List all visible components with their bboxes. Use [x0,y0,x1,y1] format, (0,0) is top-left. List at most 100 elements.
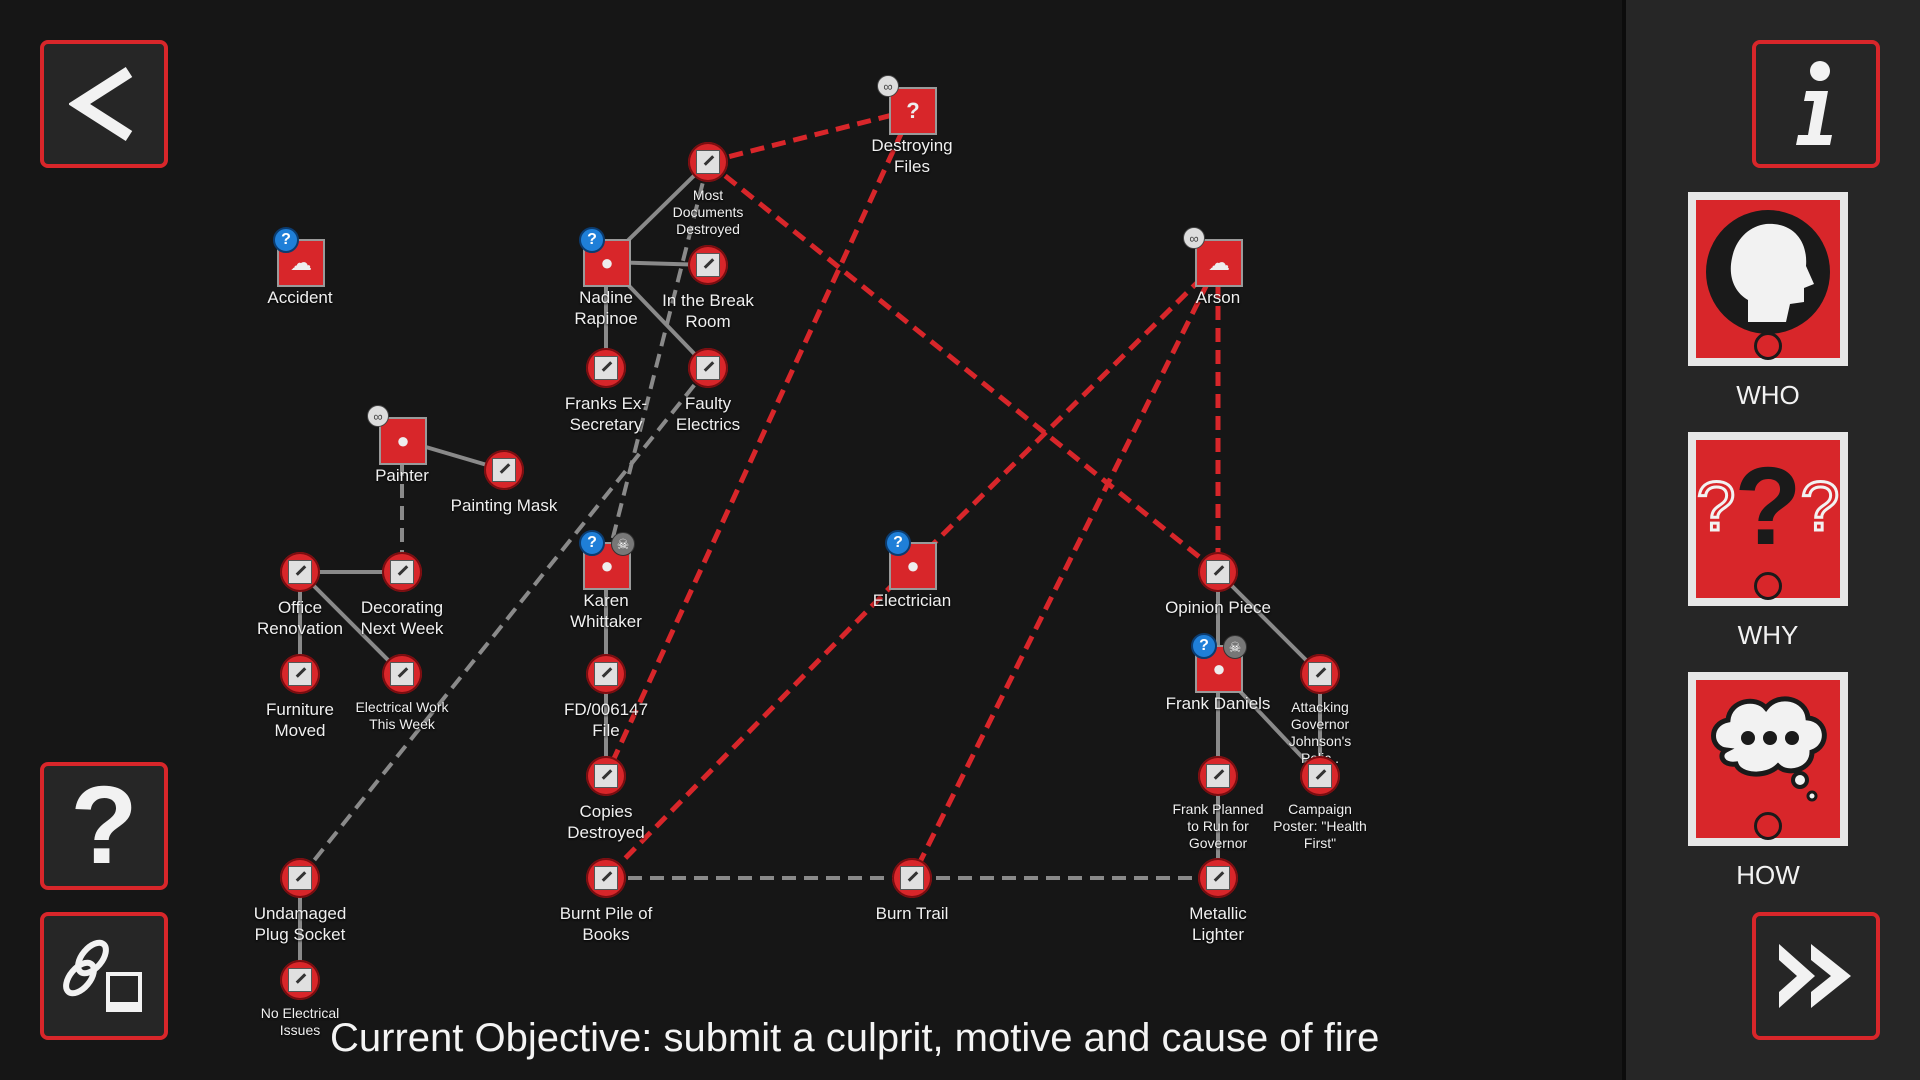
svg-text:?: ? [1801,467,1840,545]
node-label: Copies Destroyed [567,802,645,842]
back-button[interactable] [40,40,168,168]
clue-circle [1198,552,1238,592]
node-fd-file[interactable]: FD/006147 File [564,651,648,740]
node-badge [1195,855,1241,901]
node-break-room[interactable]: In the Break Room [662,242,754,331]
node-label: Furniture Moved [265,700,335,740]
node-badge: ●? [579,227,631,287]
node-copies-destroyed[interactable]: Copies Destroyed [567,753,645,842]
node-badge [1297,651,1343,697]
node-label: Painter [375,466,429,485]
clue-circle [484,450,524,490]
who-label: WHO [1736,380,1800,410]
node-office-renovation[interactable]: Office Renovation [257,549,343,638]
node-decorating[interactable]: Decorating Next Week [361,549,443,638]
thought-bubble-icon: ☁ [290,250,312,275]
clue-circle [688,348,728,388]
node-label: Electrical Work This Week [355,699,449,732]
node-badge: ☁∞ [1183,227,1243,287]
node-frank[interactable]: ●?☠Frank Daniels [1166,633,1270,713]
document-icon [492,458,516,482]
node-burnt-pile[interactable]: Burnt Pile of Books [560,855,652,944]
document-icon [696,356,720,380]
node-destroying-files[interactable]: ?∞Destroying Files [871,75,953,176]
unknown-marker-icon: ? [579,227,605,253]
chevron-left-icon [69,66,133,142]
node-badge [583,855,629,901]
why-tile: ? [889,87,937,135]
node-burn-trail[interactable]: Burn Trail [876,855,948,923]
document-icon [594,662,618,686]
how-card[interactable] [1688,672,1848,846]
clue-circle [688,245,728,285]
node-opinion-piece[interactable]: Opinion Piece [1165,549,1271,617]
who-card[interactable] [1688,192,1848,366]
question-mark-icon: ? [70,764,138,887]
node-faulty-electrics[interactable]: Faulty Electrics [676,345,740,434]
node-badge: ?∞ [877,75,937,135]
node-electrician[interactable]: ●?Electrician [873,530,951,610]
node-undamaged-plug[interactable]: Undamaged Plug Socket [254,855,346,944]
document-icon [288,560,312,584]
document-icon [900,866,924,890]
how-label: HOW [1736,860,1800,890]
node-electrical-work[interactable]: Electrical Work This Week [355,651,449,732]
clue-circle [1300,756,1340,796]
node-label: No Electrical Issues [260,1005,340,1038]
node-furniture-moved[interactable]: Furniture Moved [266,651,334,740]
document-icon [696,150,720,174]
document-icon [288,968,312,992]
node-franks-ex[interactable]: Franks Ex-Secretary [565,345,647,434]
node-badge [583,753,629,799]
node-frank-planned[interactable]: Frank Planned to Run for Governor [1172,753,1264,851]
node-most-docs[interactable]: Most Documents Destroyed [673,139,743,237]
link-icon: ∞ [367,405,389,427]
node-no-electrical[interactable]: No Electrical Issues [261,957,339,1038]
who-tile: ● [379,417,427,465]
why-card[interactable]: ? ? ? [1688,432,1848,606]
document-icon [1206,866,1230,890]
info-button[interactable] [1752,40,1880,168]
node-painting-mask[interactable]: Painting Mask [451,447,557,515]
clue-circle [280,960,320,1000]
node-karen[interactable]: ●?☠Karen Whittaker [570,530,642,631]
node-metallic-lighter[interactable]: Metallic Lighter [1189,855,1247,944]
head-silhouette-icon: ● [600,553,614,578]
current-objective: Current Objective: submit a culprit, mot… [330,1016,1380,1060]
node-badge [379,549,425,595]
node-badge [685,242,731,288]
node-accident[interactable]: ☁?Accident [267,227,333,307]
node-badge [889,855,935,901]
unknown-marker-icon: ? [273,227,299,253]
node-nadine[interactable]: ●?Nadine Rapinoe [574,227,638,328]
clue-circle [382,654,422,694]
node-label: Campaign Poster: "Health First" [1273,801,1367,851]
link-icon [63,939,142,1012]
node-arson[interactable]: ☁∞Arson [1183,227,1243,307]
document-icon [1308,764,1332,788]
node-badge [379,651,425,697]
link-electrician-burnt_pile [604,563,914,880]
node-badge [277,651,323,697]
link-mode-button[interactable] [40,912,168,1040]
node-label: Decorating Next Week [360,598,444,638]
node-painter[interactable]: ● ∞ Painter [367,405,429,485]
head-silhouette-icon: ● [396,428,410,453]
node-label: Karen Whittaker [570,591,642,631]
node-badge [481,447,527,493]
document-icon [1206,560,1230,584]
node-badge: ●? [885,530,937,590]
advance-button[interactable] [1752,912,1880,1040]
document-icon [288,662,312,686]
node-badge [685,139,731,185]
head-silhouette-icon: ● [600,250,614,275]
node-campaign-poster[interactable]: Campaign Poster: "Health First" [1273,753,1367,851]
node-label: Nadine Rapinoe [574,288,638,328]
link-icon: ∞ [1183,227,1205,249]
node-attacking[interactable]: Attacking Governor Johnson's Polic.. [1289,651,1351,766]
node-label: Frank Planned to Run for Governor [1172,801,1264,851]
node-label: Undamaged Plug Socket [253,904,347,944]
help-button[interactable]: ? [40,762,168,890]
clue-circle [586,348,626,388]
link-opinion_piece-attacking [1216,570,1322,676]
